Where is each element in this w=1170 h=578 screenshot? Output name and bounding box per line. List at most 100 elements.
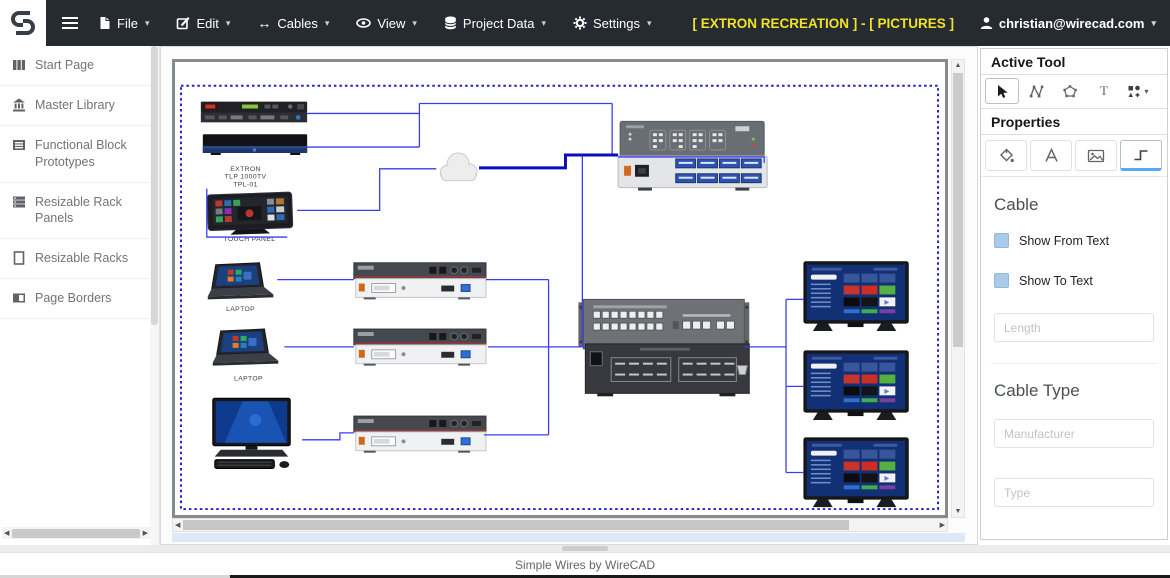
menu-edit-label: Edit <box>196 15 219 31</box>
user-icon <box>980 17 993 29</box>
image-icon <box>1087 149 1105 162</box>
block-list-icon <box>13 139 25 150</box>
polygon-icon <box>1063 85 1077 98</box>
sidebar-item-page-borders[interactable]: Page Borders <box>0 279 156 319</box>
draw-cable-tool-button[interactable] <box>1019 78 1053 104</box>
device-laptop-1[interactable] <box>207 262 274 300</box>
cable-wire-thick[interactable] <box>479 153 619 170</box>
device-scaler-1[interactable] <box>353 262 487 300</box>
show-from-text-row[interactable]: Show From Text <box>994 233 1154 248</box>
chevron-down-icon: ▾ <box>541 17 546 28</box>
draw-polygon-tool-button[interactable] <box>1053 78 1087 104</box>
device-bluray-player[interactable] <box>202 134 308 155</box>
font-icon <box>1044 147 1058 162</box>
select-tool-button[interactable] <box>985 78 1019 104</box>
scroll-right-icon[interactable]: ▶ <box>939 521 945 529</box>
type-input[interactable] <box>994 478 1154 507</box>
chevron-down-icon: ▾ <box>412 17 417 28</box>
device-tv-2[interactable] <box>803 350 909 421</box>
device-scaler-2[interactable] <box>353 328 487 367</box>
chevron-down-icon: ▾ <box>1151 17 1156 28</box>
menu-view[interactable]: View ▾ <box>356 16 417 31</box>
cursor-icon <box>998 84 1008 98</box>
tlp-label-line1: EXTRON <box>230 166 261 173</box>
section-divider <box>991 363 1157 364</box>
show-from-text-checkbox[interactable] <box>994 233 1009 248</box>
sidebar-item-functional-block-prototypes[interactable]: Functional Block Prototypes <box>0 126 156 183</box>
sidebar-item-master-library[interactable]: Master Library <box>0 86 156 126</box>
page-borders-icon <box>13 293 25 303</box>
cloud-shape[interactable] <box>439 152 478 182</box>
footer-text: Simple Wires by WireCAD <box>514 557 655 572</box>
scroll-left-icon[interactable]: ◀ <box>175 521 181 529</box>
device-matrix-switcher-rear[interactable] <box>584 343 750 397</box>
chevron-down-icon: ▾ <box>144 17 150 28</box>
tab-image[interactable] <box>1075 140 1117 171</box>
device-desktop-pc[interactable] <box>212 397 291 470</box>
page-border <box>179 84 940 511</box>
settings-gear-icon <box>573 16 587 30</box>
device-extron-switch-rear[interactable] <box>617 155 768 191</box>
rack-outline-icon <box>13 251 25 266</box>
device-matrix-switcher-front[interactable] <box>578 298 750 350</box>
length-input[interactable] <box>994 313 1154 342</box>
menu-cables[interactable]: ↔ Cables ▾ <box>257 15 329 31</box>
menu-cables-label: Cables <box>277 15 318 31</box>
device-laptop-2[interactable] <box>212 328 279 367</box>
drawing-page[interactable]: EXTRON TLP 1000TV TPL-01 TOU <box>172 59 948 518</box>
project-title: [ EXTRON RECREATION ] - [ PICTURES ] <box>692 15 955 31</box>
menu-file[interactable]: File ▾ <box>98 16 149 31</box>
show-to-text-checkbox[interactable] <box>994 273 1009 288</box>
device-scaler-3[interactable] <box>353 415 487 454</box>
device-media-receiver[interactable] <box>200 101 308 123</box>
wirecad-s-icon <box>11 11 35 35</box>
columns-icon <box>13 60 25 70</box>
menu-file-label: File <box>117 15 138 31</box>
menu-edit[interactable]: Edit ▾ <box>176 16 230 31</box>
menu-project-data-label: Project Data <box>462 15 535 31</box>
tab-cable[interactable] <box>1120 140 1162 171</box>
scroll-left-icon[interactable]: ◀ <box>4 529 10 537</box>
wirecad-logo[interactable] <box>0 0 46 46</box>
device-tv-3[interactable] <box>803 437 909 508</box>
scroll-down-icon[interactable]: ▼ <box>954 508 962 515</box>
sidebar-item-start-page[interactable]: Start Page <box>0 46 156 86</box>
splitter-handle-icon[interactable] <box>562 546 608 551</box>
sidebar-item-label: Functional Block Prototypes <box>35 137 127 169</box>
canvas-vertical-scrollbar[interactable]: ▲ ▼ <box>951 59 965 518</box>
menu-project-data[interactable]: Project Data ▾ <box>444 16 546 31</box>
drawing-canvas-container: EXTRON TLP 1000TV TPL-01 TOU <box>160 46 978 545</box>
device-tv-1[interactable] <box>803 261 909 332</box>
text-tool-icon: T <box>1100 83 1108 98</box>
scroll-right-icon[interactable]: ▶ <box>142 529 148 537</box>
manufacturer-input[interactable] <box>994 419 1154 448</box>
sidebar-horizontal-scrollbar[interactable]: ◀ ▶ <box>2 527 150 539</box>
tlp-label-line3: TPL-01 <box>233 182 258 189</box>
canvas-horizontal-scrollbar[interactable]: ◀ ▶ <box>172 518 948 532</box>
device-touch-panel[interactable] <box>206 191 294 235</box>
text-tool-button[interactable]: T <box>1087 78 1121 104</box>
scroll-up-icon[interactable]: ▲ <box>954 62 962 69</box>
sidebar-item-resizable-racks[interactable]: Resizable Racks <box>0 239 156 280</box>
sidebar-item-label: Resizable Rack Panels <box>35 194 122 226</box>
menu-settings[interactable]: Settings ▾ <box>573 16 652 31</box>
tab-fill[interactable] <box>985 140 1027 171</box>
tab-font[interactable] <box>1030 140 1072 171</box>
sidebar-item-resizable-rack-panels[interactable]: Resizable Rack Panels <box>0 183 156 240</box>
sidebar-vertical-scrollbar[interactable] <box>150 46 159 545</box>
rack-server-icon <box>13 196 25 207</box>
paint-bucket-icon <box>999 148 1014 163</box>
show-to-text-row[interactable]: Show To Text <box>994 273 1154 288</box>
show-from-text-label: Show From Text <box>1019 233 1110 248</box>
hamburger-menu-icon[interactable] <box>62 17 78 29</box>
wiring-diagram[interactable]: EXTRON TLP 1000TV TPL-01 TOU <box>175 62 945 515</box>
sidebar-item-label: Resizable Racks <box>35 251 129 266</box>
right-properties-panel: Active Tool T ▾ Properties <box>980 48 1168 540</box>
device-extron-switch-front[interactable] <box>619 120 765 158</box>
polyline-icon <box>1029 85 1044 98</box>
shapes-tool-button[interactable]: ▾ <box>1121 78 1155 104</box>
user-menu[interactable]: christian@wirecad.com ▾ <box>980 16 1156 31</box>
bottom-splitter[interactable] <box>0 545 1170 552</box>
touch-panel-label: TOUCH PANEL <box>224 236 276 243</box>
